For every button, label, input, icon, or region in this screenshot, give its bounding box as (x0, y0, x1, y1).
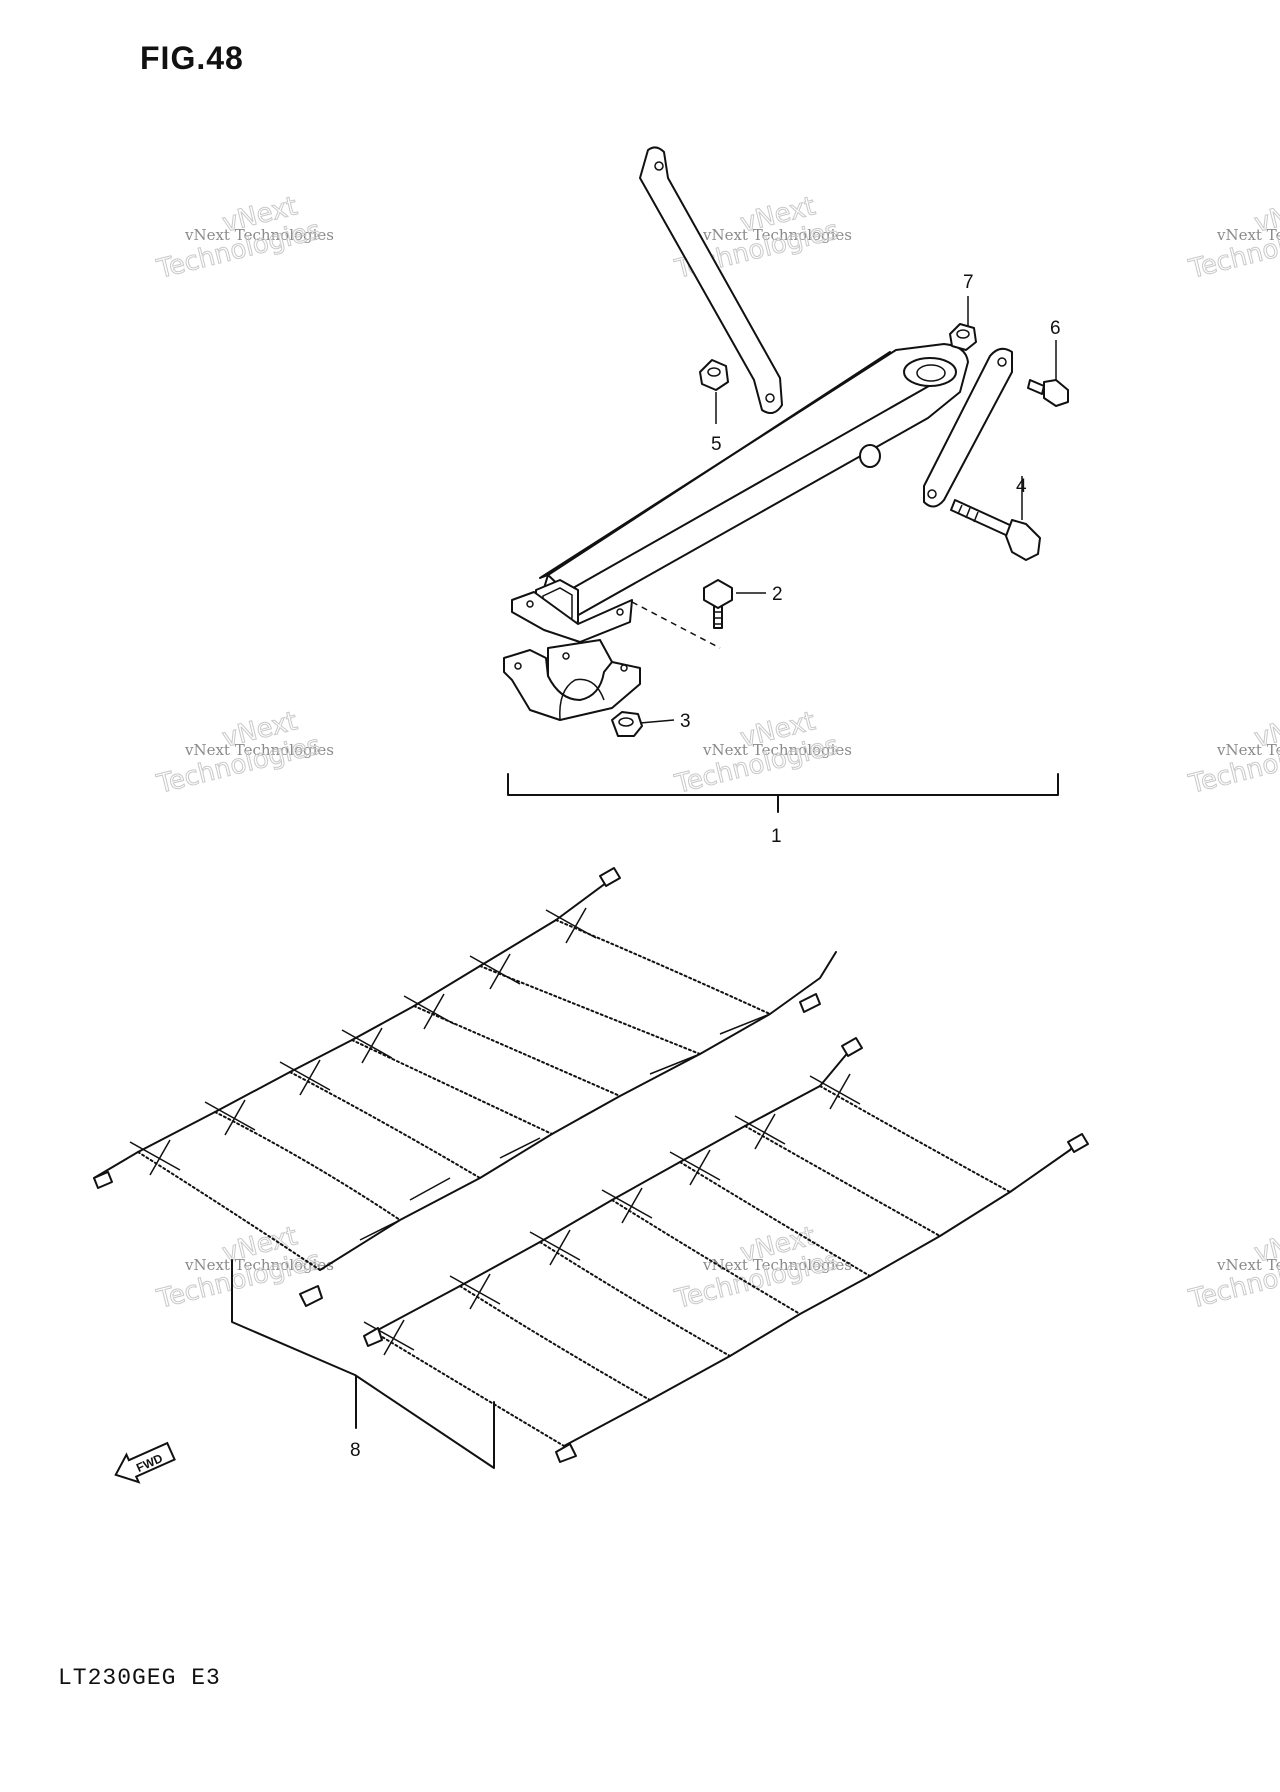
callout-2: 2 (772, 584, 783, 605)
chain-bracket (231, 1259, 495, 1469)
nut-3 (611, 711, 643, 737)
watermark-text: vNext Technologies (702, 1256, 852, 1274)
callout-leaders (639, 296, 1057, 724)
watermark-text: vNext Technologies (1216, 741, 1280, 759)
watermark-text: vNext Technologies (184, 741, 334, 759)
callout-1: 1 (771, 826, 782, 847)
watermark: vNext Technologies Technologies vNext (671, 706, 852, 801)
bolt-4 (950, 499, 1041, 561)
upper-stay (639, 146, 783, 415)
drawbar (511, 343, 969, 643)
watermark-text: vNext Technologies (1216, 226, 1280, 244)
figure-title: FIG.48 (140, 40, 244, 76)
nut-5 (699, 359, 729, 391)
callout-7: 7 (963, 272, 974, 293)
tire-chain-right (363, 1037, 1089, 1463)
watermark-text: vNext Technologies (1216, 1256, 1280, 1274)
tire-chain-left (93, 867, 837, 1307)
watermark-text: vNext Technologies (184, 226, 334, 244)
watermark: vNext Technologies Technologies vNext (153, 191, 334, 286)
watermark-text: vNext Technologies (184, 1256, 334, 1274)
watermark: vNext Technologies Technologies vNext (153, 706, 334, 801)
hitch-eye (903, 357, 957, 387)
callout-8: 8 (350, 1440, 361, 1461)
bolt-2 (703, 579, 733, 629)
watermark: vNext Technologies Technologies vNext (1185, 1221, 1280, 1316)
watermark: vNext Technologies Technologies vNext (1185, 191, 1280, 286)
callout-3: 3 (680, 711, 691, 732)
nut-7 (949, 323, 977, 351)
bolt-6 (1027, 379, 1069, 407)
watermark-group: vNext Technologies Technologies vNext vN… (153, 191, 1280, 1316)
watermark-text: vNext Technologies (702, 226, 852, 244)
callout-5: 5 (711, 434, 722, 455)
model-code: LT230GEG E3 (58, 1665, 221, 1691)
short-stay (923, 347, 1013, 508)
watermark-text: vNext Technologies (702, 741, 852, 759)
watermark: vNext Technologies Technologies vNext (1185, 706, 1280, 801)
assembly-bracket (507, 773, 1059, 796)
callout-6: 6 (1050, 318, 1061, 339)
callout-4: 4 (1016, 476, 1027, 497)
clamp-bracket (503, 639, 641, 721)
fwd-arrow-icon: FWD (114, 1441, 176, 1484)
hitch-assembly (503, 146, 1069, 813)
